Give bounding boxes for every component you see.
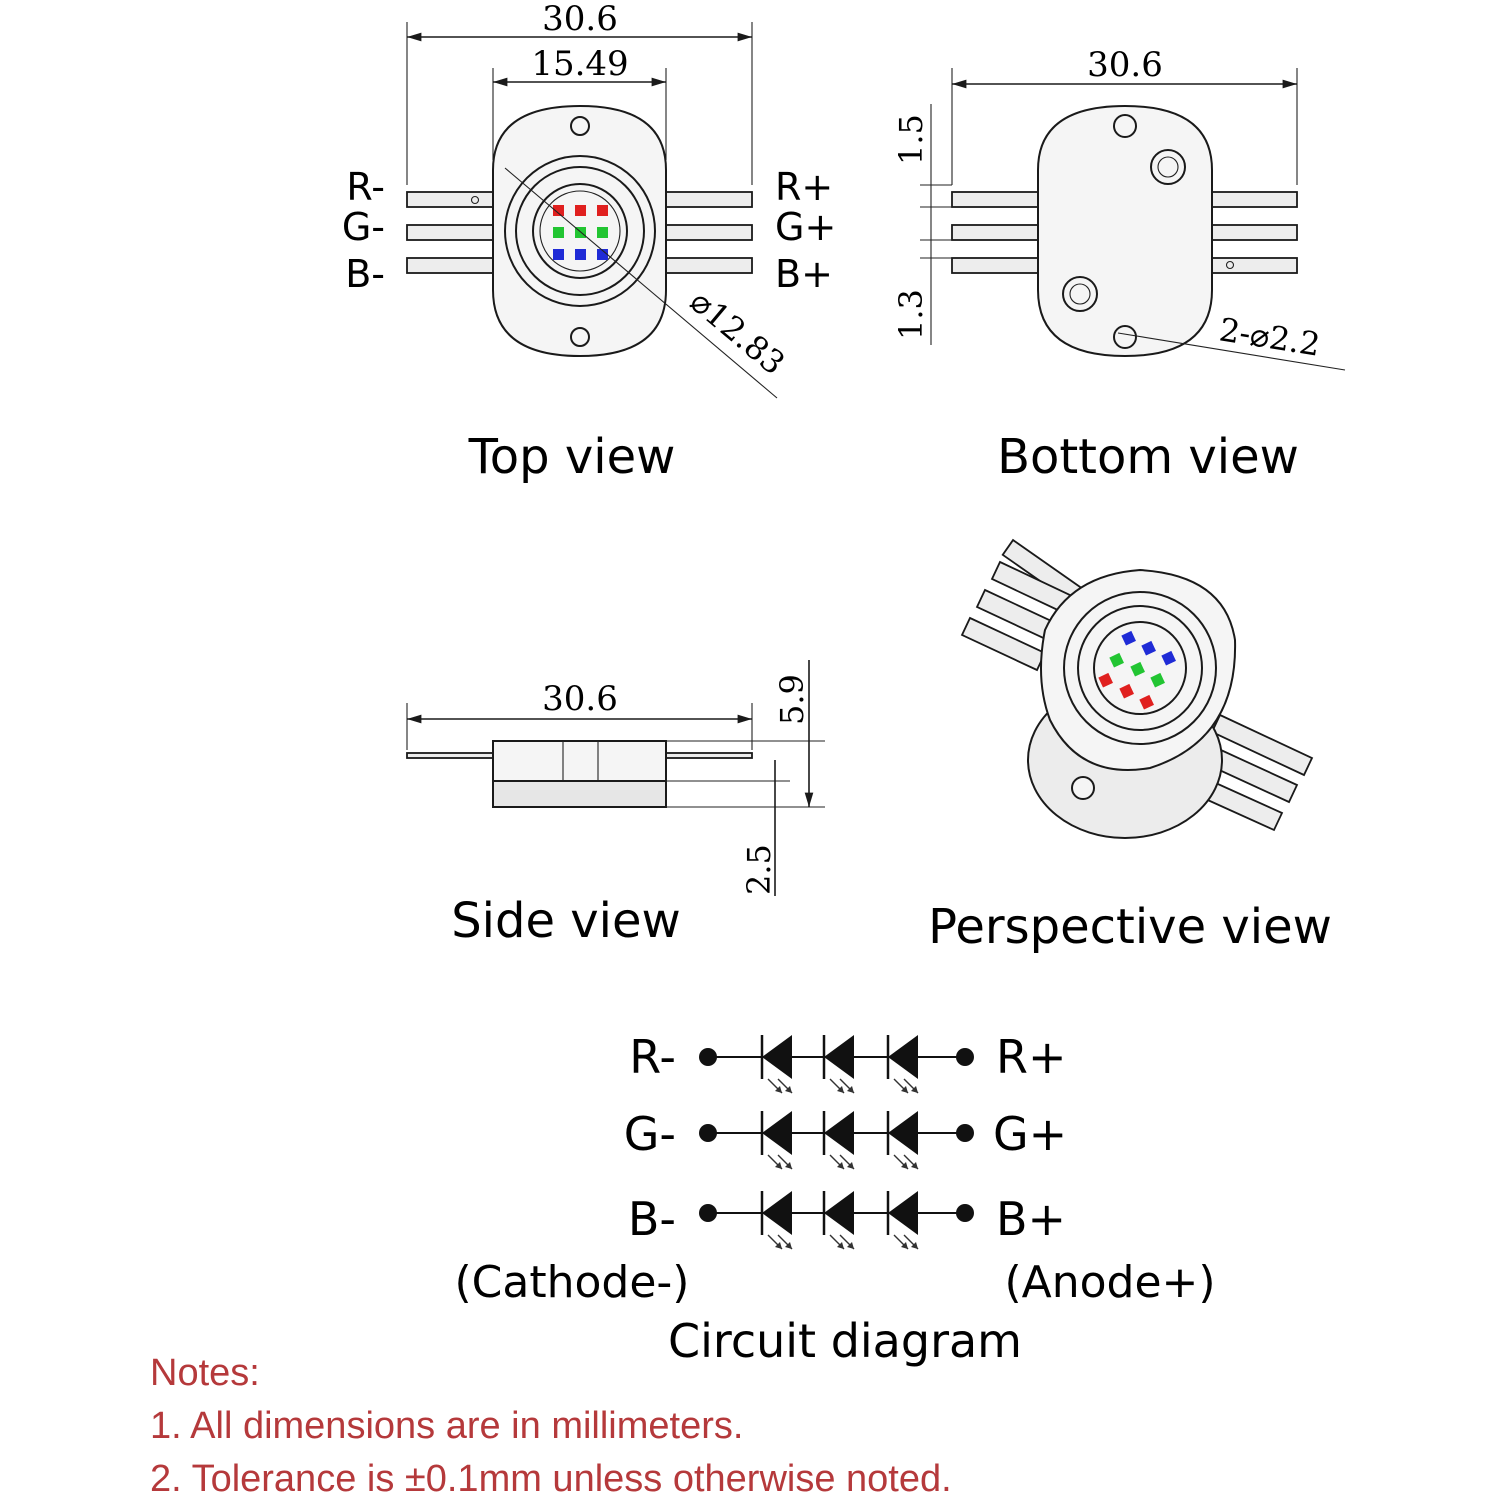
top-diameter-leader — [504, 167, 778, 399]
led-chip — [553, 249, 564, 260]
top-dim-overall: 30.6 — [542, 0, 618, 39]
led-chip — [575, 205, 586, 216]
circuit-label-g-plus: G+ — [993, 1107, 1067, 1161]
led-chip — [1141, 640, 1156, 656]
bottom-dim-overall: 30.6 — [1087, 45, 1163, 85]
perspective-view-caption: Perspective view — [928, 899, 1332, 955]
notes-title: Notes: — [150, 1352, 260, 1394]
top-label-b-plus: B+ — [775, 252, 833, 296]
side-lens-section — [492, 740, 667, 782]
led-symbol — [762, 1191, 792, 1235]
side-base-section — [492, 780, 667, 808]
led-chip — [1139, 694, 1154, 710]
led-symbol — [824, 1111, 854, 1155]
side-view-caption: Side view — [451, 893, 681, 949]
led-symbol — [824, 1035, 854, 1079]
side-dim-height: 5.9 — [773, 674, 811, 725]
led-chip — [1119, 683, 1134, 699]
top-label-g-minus: G- — [342, 205, 385, 249]
led-chip — [1130, 661, 1145, 677]
top-view-caption: Top view — [468, 429, 676, 485]
top-view: 30.6 15.49 — [342, 0, 836, 485]
bottom-holes-leader — [1117, 332, 1346, 371]
top-label-r-plus: R+ — [775, 165, 833, 209]
circuit-row — [699, 1111, 974, 1170]
led-chip — [597, 205, 608, 216]
perspective-view: Perspective view — [928, 538, 1332, 955]
circuit-label-b-minus: B- — [628, 1192, 676, 1246]
led-chip — [553, 227, 564, 238]
led-symbol — [888, 1111, 918, 1155]
led-symbol — [762, 1111, 792, 1155]
side-dim-overall: 30.6 — [542, 679, 618, 719]
led-chip — [1109, 652, 1124, 668]
led-symbol — [824, 1191, 854, 1235]
led-chip — [575, 249, 586, 260]
led-chip — [1098, 672, 1113, 688]
led-symbol — [762, 1035, 792, 1079]
bottom-dim-pitch-bottom: 1.3 — [892, 289, 930, 340]
circuit-label-r-plus: R+ — [996, 1030, 1067, 1084]
top-label-r-minus: R- — [346, 165, 385, 209]
led-chip — [597, 227, 608, 238]
bottom-hole-bottom — [1113, 325, 1137, 349]
note-item-1: 1. All dimensions are in millimeters. — [150, 1405, 744, 1447]
top-label-b-minus: B- — [345, 252, 385, 296]
led-chip — [597, 249, 608, 260]
circuit-cathode-label: (Cathode-) — [455, 1257, 690, 1308]
bottom-view: 30.6 1.5 1.3 2-⌀2.2 Bottom view — [892, 45, 1346, 485]
bottom-hole-top — [1113, 114, 1137, 138]
led-chip — [1121, 630, 1136, 646]
circuit-label-g-minus: G- — [624, 1107, 676, 1161]
bottom-view-caption: Bottom view — [997, 429, 1299, 485]
side-view: 30.6 5.9 2.5 Side view — [406, 660, 825, 949]
led-chip — [1161, 650, 1176, 666]
top-label-g-plus: G+ — [775, 205, 836, 249]
led-chip — [553, 205, 564, 216]
circuit-anode-label: (Anode+) — [1004, 1257, 1215, 1308]
top-mount-hole — [570, 116, 590, 136]
bottom-mount-hole — [570, 327, 590, 347]
perspective-chip-array — [1098, 630, 1176, 710]
side-dim-base: 2.5 — [740, 844, 778, 895]
top-dim-inner: 15.49 — [531, 44, 628, 84]
led-symbol — [888, 1191, 918, 1235]
led-symbol — [888, 1035, 918, 1079]
circuit-row — [699, 1035, 974, 1094]
circuit-caption: Circuit diagram — [668, 1314, 1022, 1368]
note-item-2: 2. Tolerance is ±0.1mm unless otherwise … — [150, 1458, 952, 1500]
circuit-label-r-minus: R- — [629, 1030, 676, 1084]
led-chip — [1150, 672, 1165, 688]
bottom-body — [1037, 104, 1213, 358]
bottom-dim-pitch-top: 1.5 — [892, 114, 930, 165]
bottom-dim-holes: 2-⌀2.2 — [1217, 310, 1323, 363]
circuit-label-b-plus: B+ — [996, 1192, 1066, 1246]
circuit-row — [699, 1191, 974, 1250]
circuit-diagram: R- G- B- R+ G+ B+ (Cathode-) (Anode+) Ci… — [455, 1030, 1216, 1368]
